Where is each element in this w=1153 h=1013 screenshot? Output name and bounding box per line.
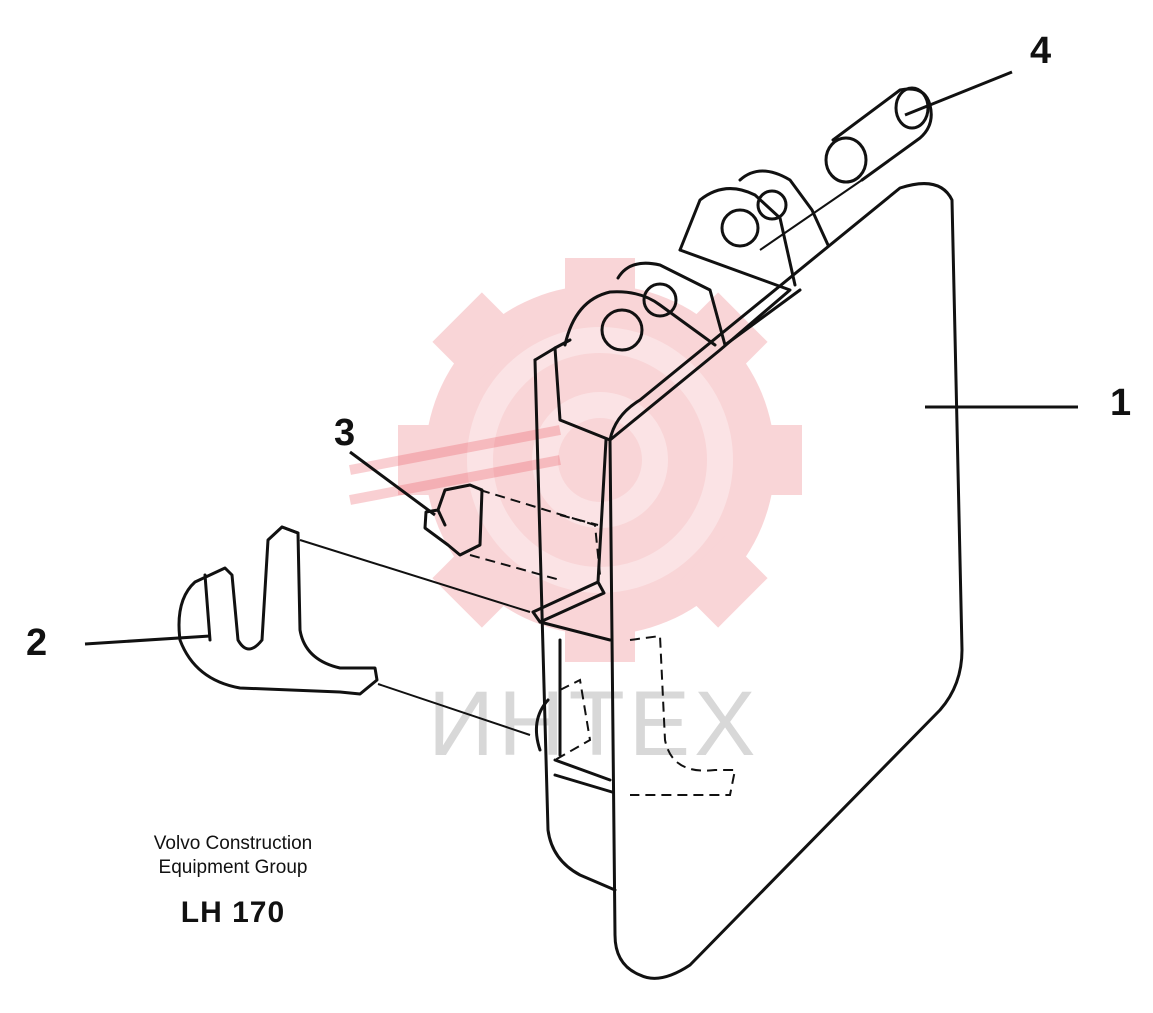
part-4-pin-body xyxy=(831,87,933,182)
part-2-hook xyxy=(177,525,379,696)
caption-line-2: Equipment Group xyxy=(158,857,308,878)
model-label: LH 170 xyxy=(180,896,286,929)
callout-3-leader xyxy=(349,450,436,517)
part-4-pin-end xyxy=(824,136,868,184)
part-3-block xyxy=(423,483,484,557)
callout-3: 3 xyxy=(334,412,356,454)
callout-4-leader xyxy=(904,70,1013,117)
watermark-text: ИНТЕХ xyxy=(428,673,760,775)
part-1-plate xyxy=(608,182,964,980)
callout-2-leader xyxy=(84,634,211,646)
callout-2: 2 xyxy=(26,622,48,664)
manufacturer-caption: Volvo Construction Equipment Group LH 17… xyxy=(118,832,348,930)
callout-4: 4 xyxy=(1030,30,1052,72)
callout-1: 1 xyxy=(1110,382,1132,424)
caption-line-1: Volvo Construction xyxy=(153,833,313,854)
